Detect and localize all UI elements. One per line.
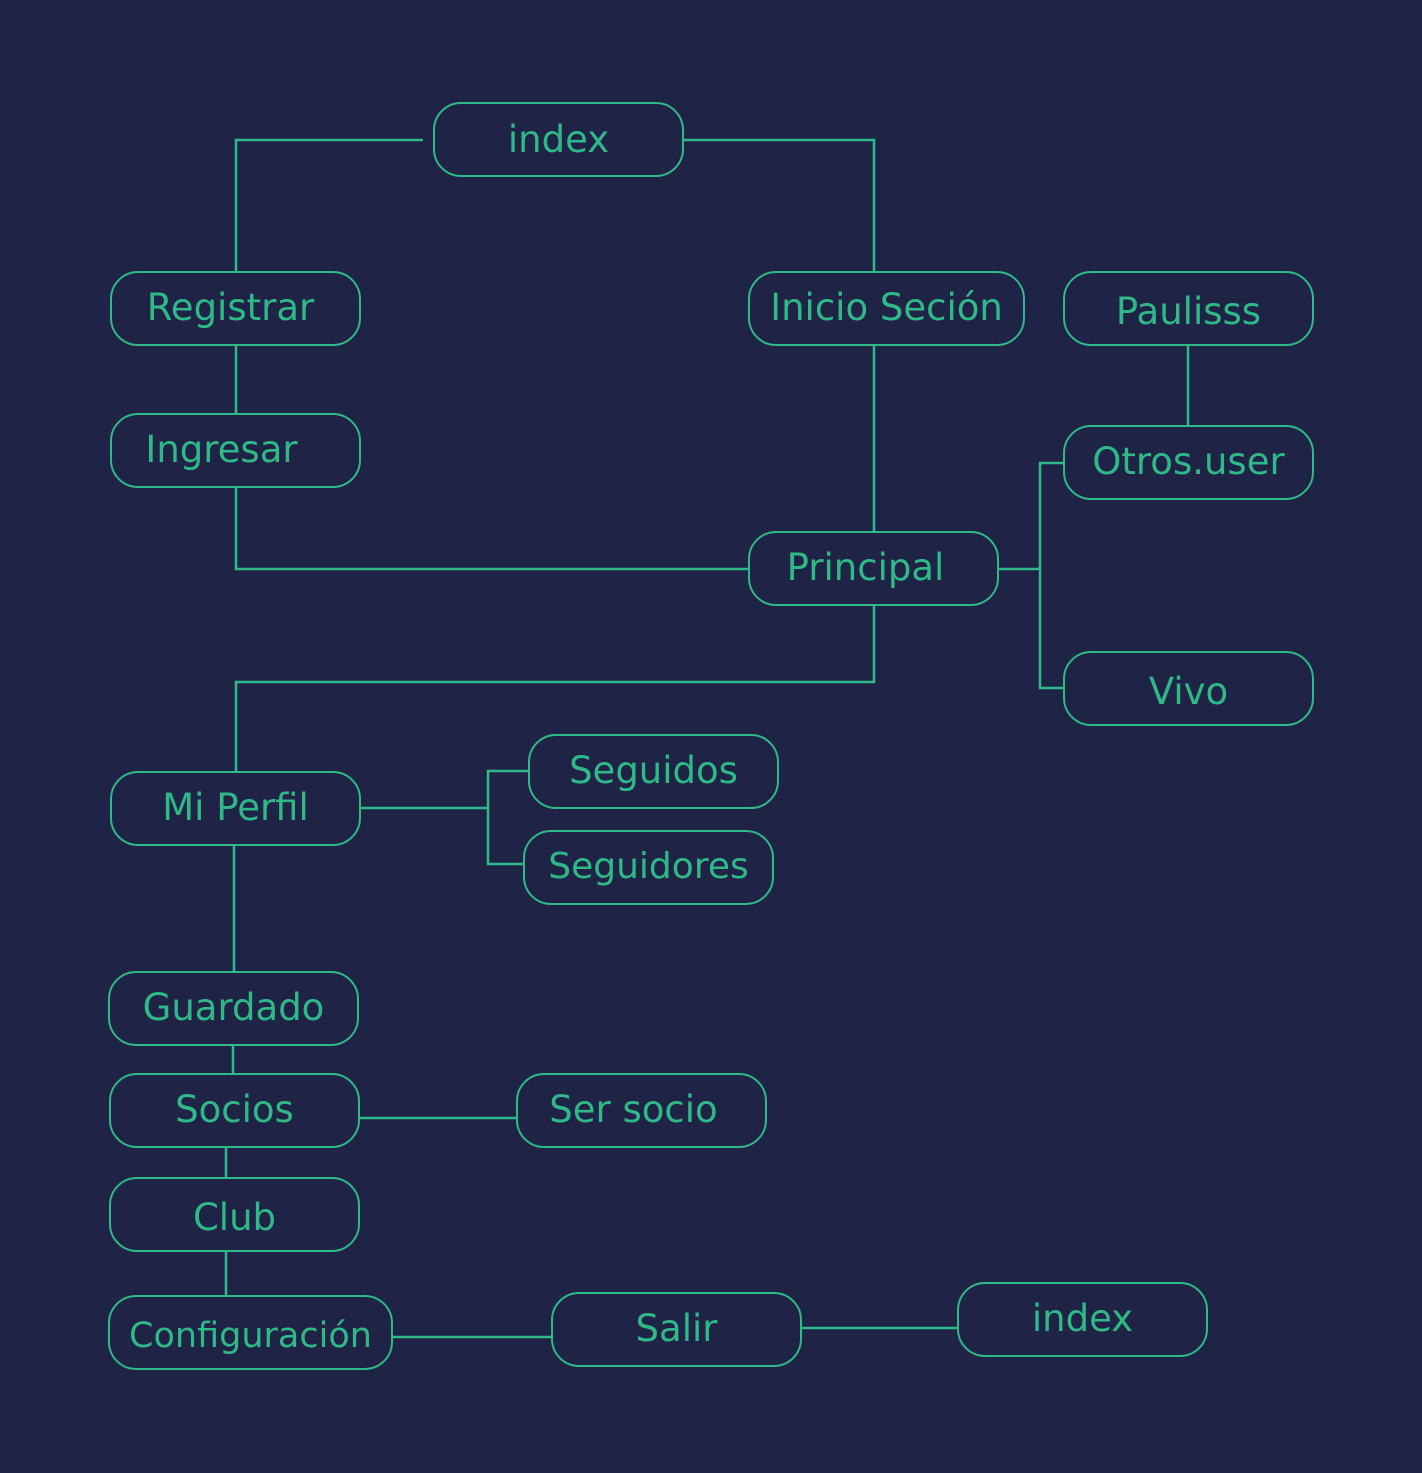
node-mi-perfil[interactable]: Mi Perfil bbox=[110, 771, 361, 846]
edge-mi-perfil-seguidores bbox=[486, 808, 523, 866]
edge-index-inicio-sesion bbox=[683, 138, 876, 272]
node-index-bottom[interactable]: index bbox=[957, 1282, 1208, 1357]
node-inicio-sesion[interactable]: Inicio Seción bbox=[748, 271, 1025, 346]
node-configuracion[interactable]: Configuración bbox=[108, 1295, 393, 1370]
edge-ingresar-principal bbox=[234, 488, 749, 571]
node-paulisss[interactable]: Paulisss bbox=[1063, 271, 1314, 346]
node-salir[interactable]: Salir bbox=[551, 1292, 802, 1367]
node-vivo[interactable]: Vivo bbox=[1063, 651, 1314, 726]
edge-principal-vivo bbox=[1038, 569, 1063, 690]
node-seguidos[interactable]: Seguidos bbox=[528, 734, 779, 809]
edge-principal-mi-perfil bbox=[234, 606, 876, 772]
edge-index-registrar bbox=[234, 138, 423, 272]
node-ingresar[interactable]: Ingresar bbox=[110, 413, 361, 488]
node-index-top[interactable]: index bbox=[433, 102, 684, 177]
edge-principal-otros-user bbox=[998, 461, 1063, 571]
node-seguidores[interactable]: Seguidores bbox=[523, 830, 774, 905]
node-ser-socio[interactable]: Ser socio bbox=[516, 1073, 767, 1148]
node-guardado[interactable]: Guardado bbox=[108, 971, 359, 1046]
node-club[interactable]: Club bbox=[109, 1177, 360, 1252]
node-socios[interactable]: Socios bbox=[109, 1073, 360, 1148]
node-otros-user[interactable]: Otros.user bbox=[1063, 425, 1314, 500]
node-registrar[interactable]: Registrar bbox=[110, 271, 361, 346]
node-principal[interactable]: Principal bbox=[748, 531, 999, 606]
edge-mi-perfil-seguidos bbox=[361, 769, 528, 810]
